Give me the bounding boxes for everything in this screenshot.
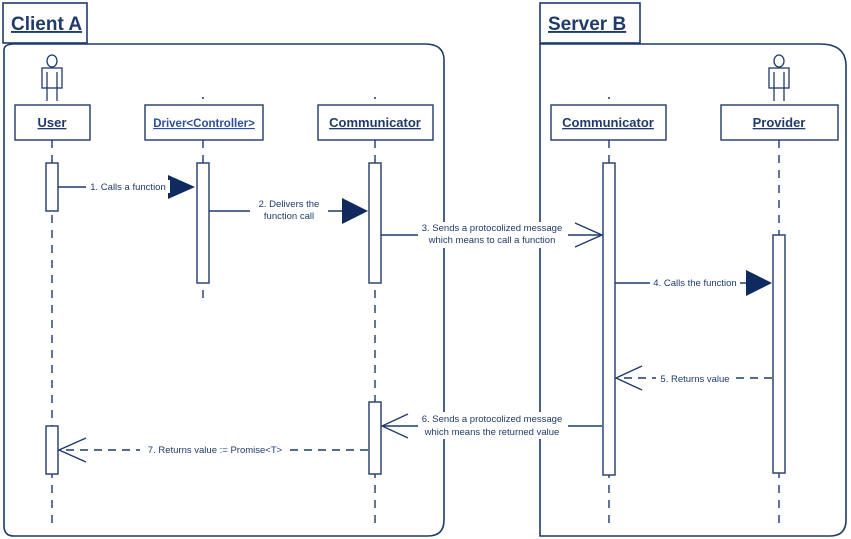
message-2: 2. Delivers the function call [209,198,368,224]
open-arrowhead [57,437,87,463]
server-frame-border [539,43,847,537]
activation-client-communicator-1 [368,162,382,284]
open-arrowhead [614,365,643,391]
activation-server-communicator [602,162,616,476]
lifeline-header-driver[interactable]: Driver<Controller> [144,104,264,141]
message-1-label: 1. Calls a function [90,182,166,193]
message-7: 7. Returns value := Promise<T> [57,437,368,463]
activation-driver [196,162,210,284]
user-actor-icon [41,54,63,101]
lifeline-label-user: User [38,115,67,130]
driver-dot [202,97,204,99]
filled-arrowhead [168,175,195,199]
message-4: 4. Calls the function [615,270,772,296]
server-communicator-dot [608,97,610,99]
client-frame: Client A [2,2,445,537]
message-2-label-line1: 2. Delivers the [259,199,320,210]
server-frame: Server B [539,2,847,537]
lifeline-label-client-communicator: Communicator [329,115,421,130]
open-arrowhead [380,413,409,439]
message-2-label-line2: function call [264,211,314,222]
lifeline-header-provider[interactable]: Provider [720,104,839,141]
lifeline-header-user[interactable]: User [14,104,91,141]
open-arrowhead [574,222,604,248]
filled-arrowhead [342,198,368,224]
message-6-label-line2: which means the returned value [424,427,560,438]
message-6: 6. Sends a protocolized message which me… [380,412,602,439]
server-frame-tab [539,2,641,44]
message-3-label-line1: 3. Sends a protocolized message [422,223,562,234]
filled-arrowhead [746,270,772,296]
message-4-label: 4. Calls the function [653,278,736,289]
message-3: 3. Sends a protocolized message which me… [381,222,604,248]
lifeline-label-driver: Driver<Controller> [153,118,255,130]
activation-user-2 [45,425,59,475]
server-frame-title: Server B [548,14,626,35]
message-7-label: 7. Returns value := Promise<T> [148,445,283,456]
client-frame-border [3,43,445,537]
client-frame-title: Client A [11,14,82,35]
provider-actor-icon [768,54,790,101]
activation-user-1 [45,162,59,212]
message-3-label-line2: which means to call a function [428,235,556,246]
lifeline-header-server-communicator[interactable]: Communicator [550,104,667,141]
lifeline-label-server-communicator: Communicator [562,115,654,130]
activation-client-communicator-2 [368,401,382,475]
client-communicator-dot [374,97,376,99]
lifeline-label-provider: Provider [753,115,806,130]
lifeline-header-client-communicator[interactable]: Communicator [317,104,434,141]
message-5-label: 5. Returns value [660,374,729,385]
message-6-label-line1: 6. Sends a protocolized message [422,414,562,425]
client-frame-tab [2,2,88,44]
message-5: 5. Returns value [614,365,772,391]
activation-provider [772,234,786,474]
message-1: 1. Calls a function [58,175,195,199]
